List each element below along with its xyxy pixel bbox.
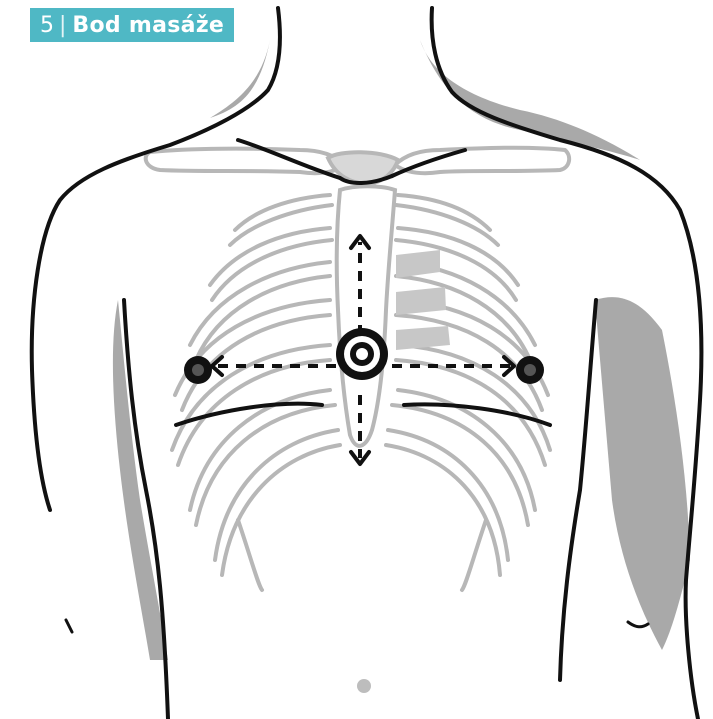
badge-number: 5 [40,13,54,38]
badge-title: Bod masáže [72,13,224,38]
ribs-left [172,195,340,590]
nipple-right [516,356,544,384]
navel [357,679,371,693]
section-badge: 5 | Bod masáže [30,8,234,42]
nipple-left [184,356,212,384]
target-point-icon [336,328,388,380]
chest-shading [396,250,450,350]
badge-separator: | [59,13,66,38]
sternum [328,152,398,446]
